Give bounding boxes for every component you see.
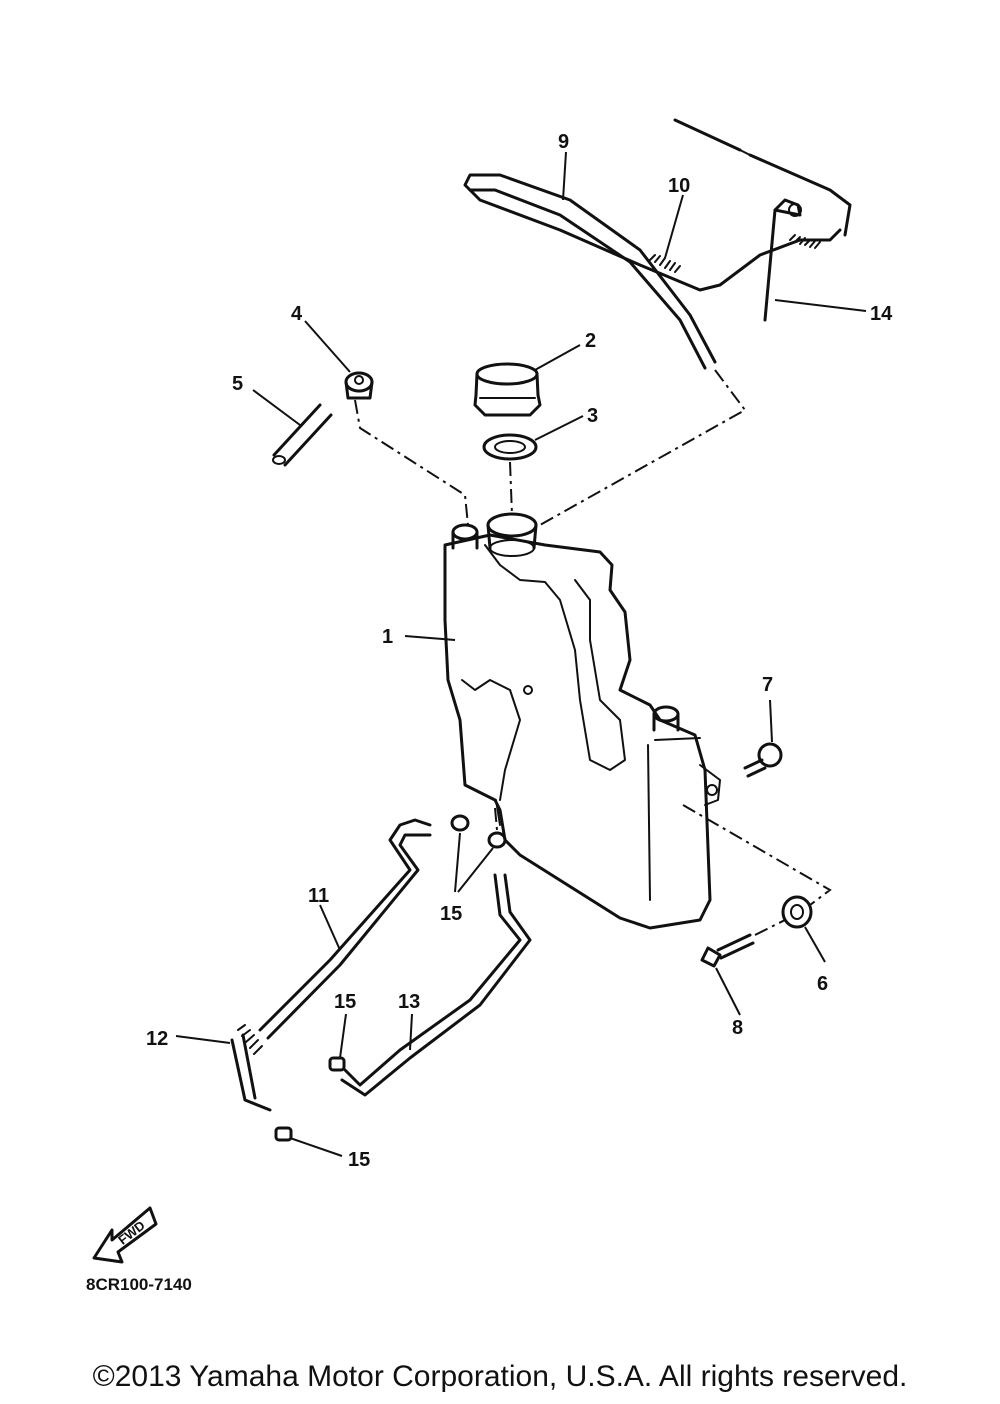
filler-cap [473,362,542,417]
callout-15a: 15 [440,903,462,925]
callout-7: 7 [762,674,773,696]
hose-clip [763,198,802,322]
callout-9: 9 [558,131,569,153]
callout-5: 5 [232,373,243,395]
callout-12: 12 [146,1028,168,1050]
callout-1: 1 [382,626,393,648]
callout-3: 3 [587,405,598,427]
gasket [482,433,538,461]
drawing-code: 8CR100-7140 [86,1275,192,1294]
leader-lines [175,151,867,1157]
callout-11: 11 [308,885,329,907]
callout-13: 13 [398,991,420,1013]
vent-nipple [344,371,374,400]
oil-hose-11 [230,818,432,1112]
oil-hose-13 [340,873,532,1097]
forward-arrow-icon: FWD [92,1206,158,1264]
callout-2: 2 [585,330,596,352]
callout-4: 4 [291,303,303,325]
breather-hose [463,118,852,370]
callout-10: 10 [668,175,690,197]
mounting-hardware [700,742,813,968]
assembly-lines [354,369,832,936]
hose-clamps [274,814,507,1142]
oil-tank [443,512,721,930]
short-hose [272,403,333,467]
copyright-notice: ©2013 Yamaha Motor Corporation, U.S.A. A… [92,1360,908,1393]
callout-15c: 15 [348,1149,370,1171]
callout-14: 14 [870,303,893,325]
callout-6: 6 [817,973,828,995]
callouts: 1 2 3 4 5 6 7 8 9 10 11 12 13 14 15 15 1… [146,131,893,1171]
callout-15b: 15 [334,991,356,1013]
callout-8: 8 [732,1017,743,1039]
